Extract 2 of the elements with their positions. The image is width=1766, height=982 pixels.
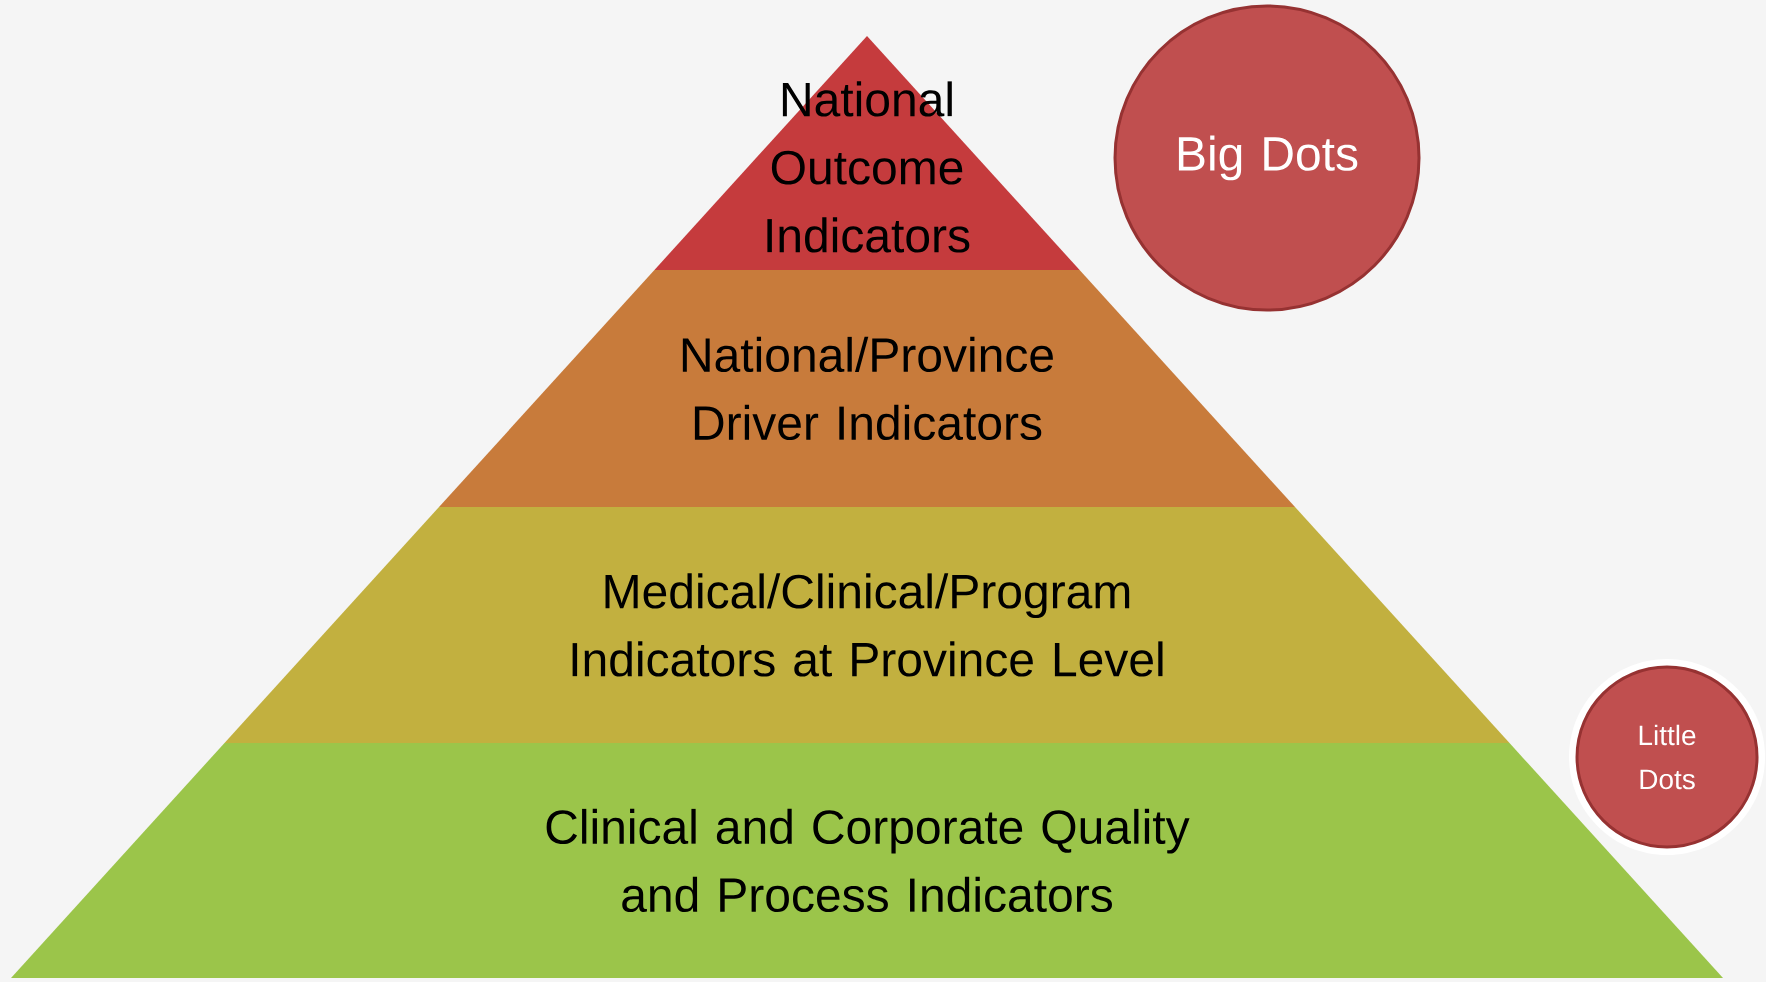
pyramid-level: National/Province Driver Indicators — [439, 270, 1295, 507]
pyramid-level: Medical/Clinical/Program Indicators at Province Level — [224, 507, 1510, 743]
